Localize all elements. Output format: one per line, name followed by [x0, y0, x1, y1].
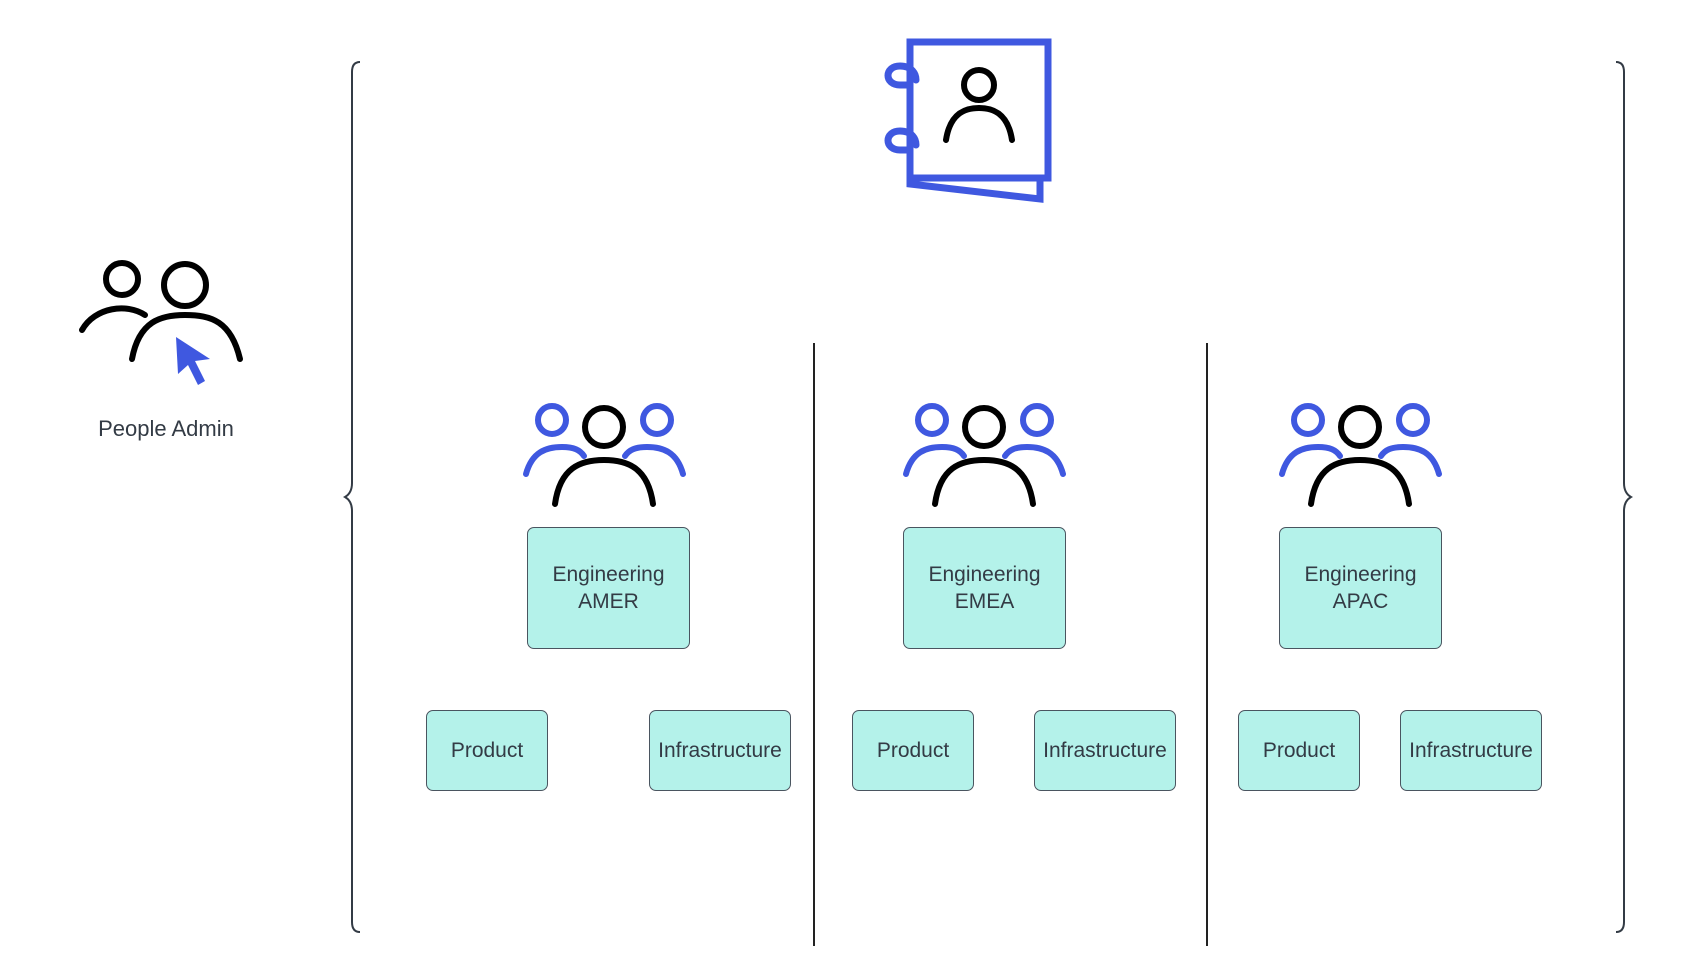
people-admin-cursor-icon: [79, 260, 243, 385]
team-box-apac[interactable]: Engineering APAC: [1279, 527, 1442, 649]
team-group-icon: [903, 403, 1066, 507]
sub-box-product-emea[interactable]: Product: [852, 710, 974, 791]
team-name: Engineering: [928, 563, 1041, 586]
left-brace: [342, 61, 361, 933]
sub-box-infrastructure-emea[interactable]: Infrastructure: [1034, 710, 1176, 791]
right-brace: [1615, 61, 1634, 933]
team-box-amer[interactable]: Engineering AMER: [527, 527, 690, 649]
sub-team-label: Infrastructure: [1043, 739, 1167, 762]
sub-team-label: Infrastructure: [1409, 739, 1533, 762]
sub-box-product-amer[interactable]: Product: [426, 710, 548, 791]
team-box-emea[interactable]: Engineering EMEA: [903, 527, 1066, 649]
team-region: APAC: [1332, 590, 1389, 613]
sub-team-label: Product: [450, 739, 524, 762]
team-group-icon: [1279, 403, 1442, 507]
sub-box-product-apac[interactable]: Product: [1238, 710, 1360, 791]
cursor-arrow-icon: [176, 337, 210, 385]
team-group-icon: [523, 403, 686, 507]
sub-box-infrastructure-apac[interactable]: Infrastructure: [1400, 710, 1542, 791]
sub-box-infrastructure-amer[interactable]: Infrastructure: [649, 710, 791, 791]
team-name: Engineering: [1304, 563, 1417, 586]
team-region: EMEA: [954, 590, 1015, 613]
sub-team-label: Infrastructure: [658, 739, 782, 762]
team-name: Engineering: [552, 563, 665, 586]
team-region: AMER: [578, 590, 639, 613]
sub-team-label: Product: [876, 739, 950, 762]
contact-book-icon: [884, 38, 1052, 203]
people-admin-label: People Admin: [98, 416, 234, 441]
sub-team-label: Product: [1262, 739, 1336, 762]
